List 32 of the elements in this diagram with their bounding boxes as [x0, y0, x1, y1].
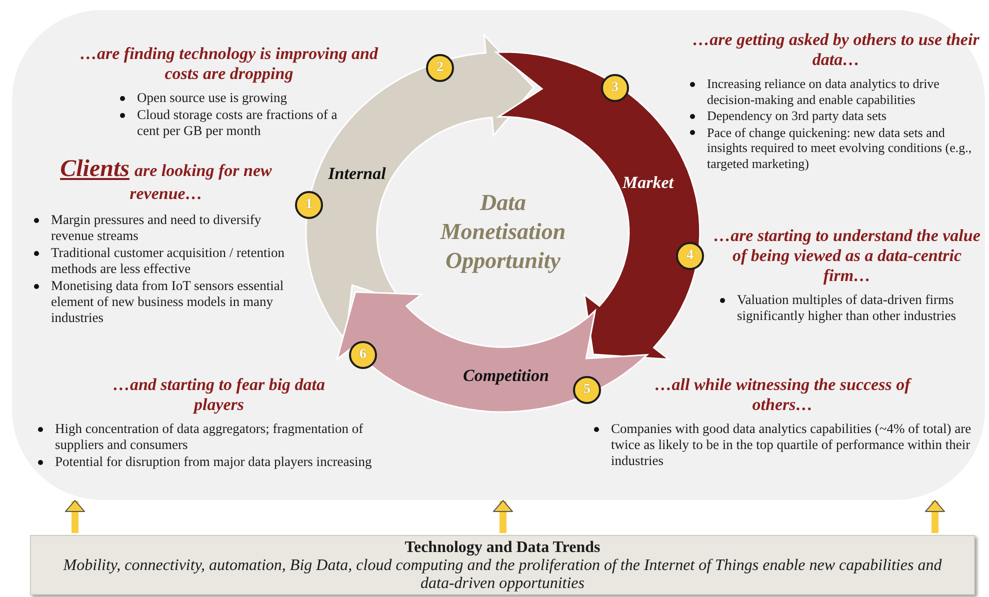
segment-label: Competition	[463, 366, 549, 386]
bullet-text: Valuation multiples of data-driven firms significantly higher than other industries	[737, 292, 957, 324]
bullet-text: Dependency on 3rd party data sets	[707, 108, 886, 124]
box-text: Mobility, connectivity, automation, Big Data, cloud computing and the proliferation of the Internet of Things enable new capabilities and data-driven opportunities	[62, 557, 943, 593]
segment-label: Internal	[328, 164, 386, 184]
section-heading: …are finding technology is improving and costs are dropping	[79, 44, 380, 84]
up-arrow	[65, 500, 85, 533]
panel-background	[12, 10, 985, 500]
bullet-text: Open source use is growing	[137, 90, 287, 106]
section-heading: are looking for new revenue…	[130, 161, 272, 203]
bullet-text: Monetising data from IoT sensors essential element of new business models in many industries	[51, 278, 285, 326]
bullet-text: Increasing reliance on data analytics to drive decision-making and enable capabilities	[707, 76, 940, 107]
bullet-text: Traditional customer acquisition / retention methods are less effective	[51, 245, 286, 277]
bullet-text: Pace of change quickening: new data sets and insights required to meet evolving conditions (e.g., targeted marketing)	[707, 124, 973, 171]
section-heading: …and starting to fear big data players	[112, 375, 326, 415]
up-arrow	[493, 500, 513, 533]
bullet-text: Potential for disruption from major data players increasing	[55, 454, 372, 470]
bullet-text: High concentration of data aggregators; fragmentation of suppliers and consumers	[55, 421, 364, 453]
section-heading: …all while witnessing the success of others…	[654, 375, 913, 415]
bullet-text: Margin pressures and need to diversify revenue streams	[51, 212, 262, 244]
number-badge: 2	[426, 54, 454, 82]
section-heading: …are starting to understand the value of being viewed as a data-centric firm…	[712, 226, 982, 286]
bullet-text: Companies with good data analytics capabilities (~4% of total) are twice as likely to be in the top quartile of performance within their industries	[611, 421, 972, 469]
segment-label: Market	[622, 172, 674, 193]
bullet-text: Cloud storage costs are fractions of a cent per GB per month	[137, 107, 338, 139]
up-arrow	[925, 500, 945, 533]
trends-box	[30, 535, 975, 595]
box-title: Technology and Data Trends	[404, 538, 600, 557]
section-heading: …are getting asked by others to use their data…	[692, 30, 980, 70]
number-badge: 1	[295, 191, 323, 219]
highlight-word: Clients	[60, 156, 130, 182]
center-title: Data Monetisation Opportunity	[439, 189, 567, 275]
